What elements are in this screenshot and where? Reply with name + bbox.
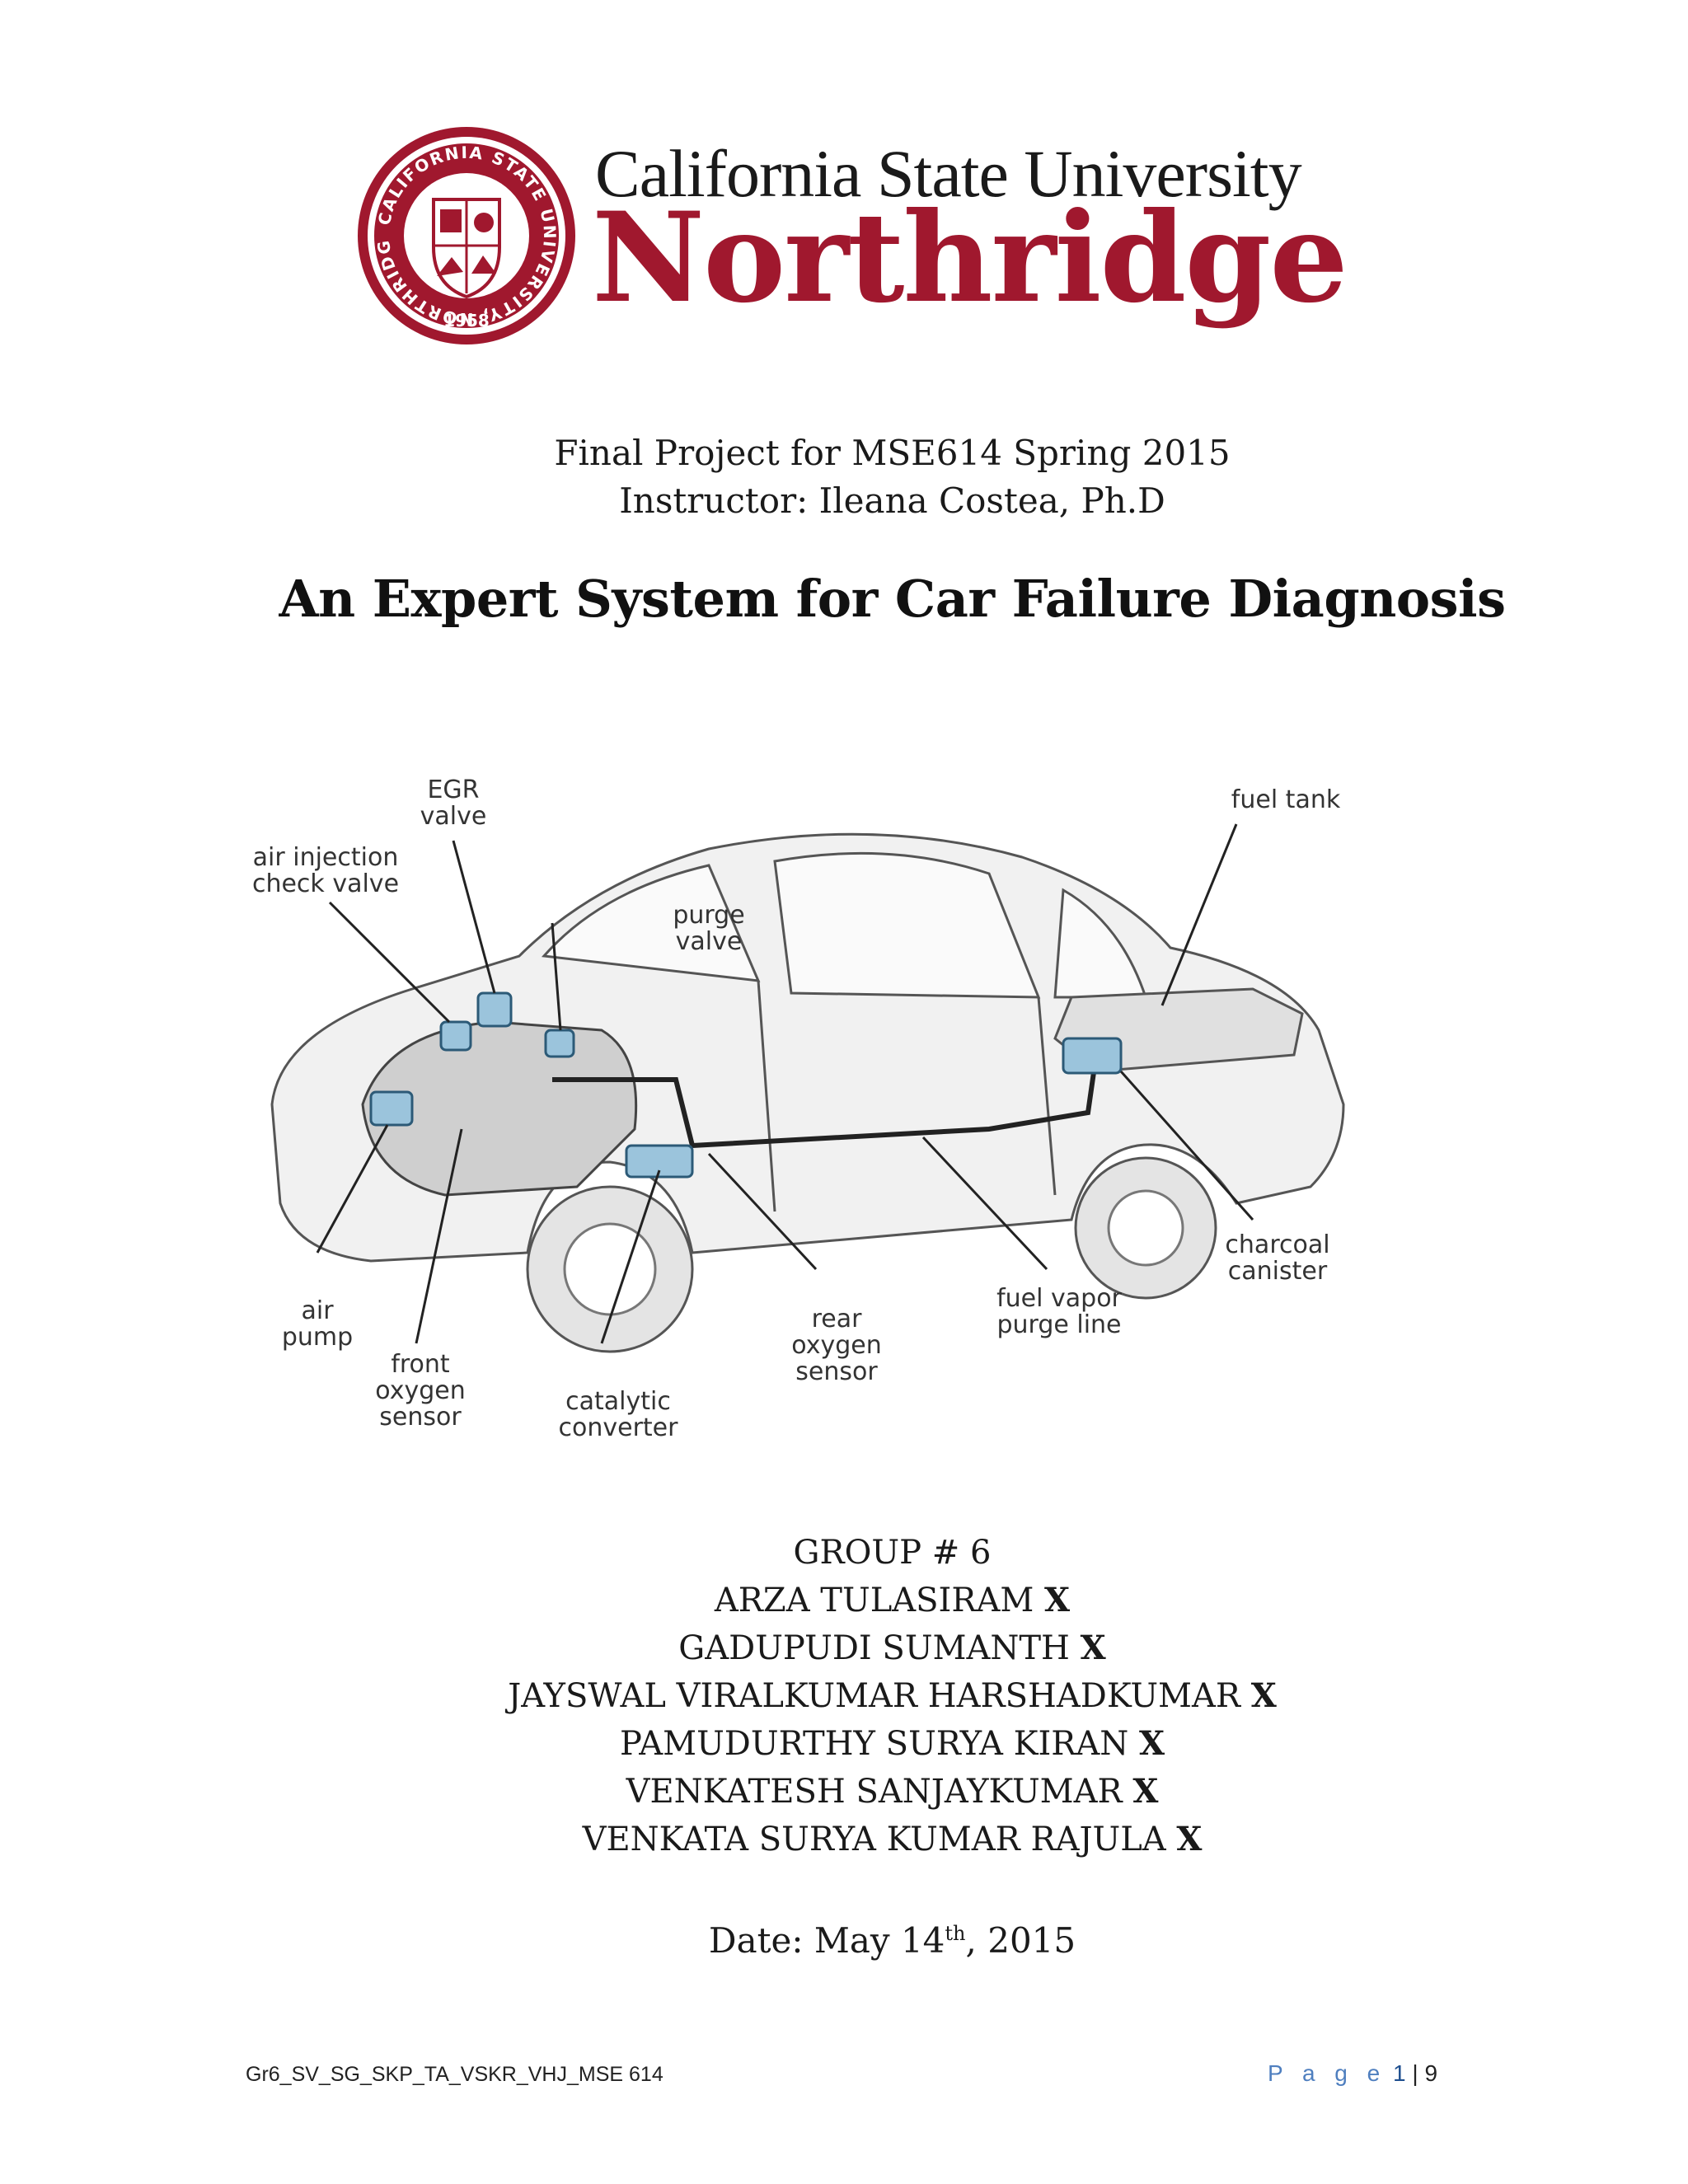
label-rear-oxygen-2: oxygen (791, 1331, 881, 1360)
fuel-vapor-purge-line (552, 1054, 1099, 1149)
label-air-pump-2: pump (282, 1323, 353, 1352)
label-fuel-vapor-2: purge line (996, 1310, 1121, 1339)
label-egr-valve-2: valve (420, 802, 487, 831)
group-members: GROUP # 6 ARZA TULASIRAM X GADUPUDI SUMA… (0, 1529, 1688, 1863)
svg-text:1958: 1958 (443, 311, 490, 330)
member-line: VENKATESH SANJAYKUMAR X (626, 1772, 1159, 1811)
document-title: An Expert System for Car Failure Diagnos… (279, 569, 1506, 629)
wheel-rear (1074, 1156, 1217, 1300)
label-egr-valve: EGR (427, 776, 479, 804)
university-name: California State University (595, 136, 1302, 211)
charcoal-canister-shape (1062, 1037, 1123, 1075)
label-rear-oxygen: rear (812, 1305, 863, 1333)
label-charcoal-canister-2: canister (1228, 1257, 1328, 1286)
label-catalytic-converter: catalytic (565, 1387, 671, 1416)
instructor-line: Instructor: Ileana Costea, Ph.D (619, 480, 1165, 521)
label-air-pump: air (301, 1296, 334, 1325)
member-line: PAMUDURTHY SURYA KIRAN X (619, 1724, 1165, 1763)
member-line: GADUPUDI SUMANTH X (678, 1629, 1106, 1667)
wheel-front (526, 1185, 694, 1353)
label-air-injection-2: check valve (252, 869, 399, 898)
university-seal-icon: CALIFORNIA STATE UNIVERSITY, NORTHRIDGE … (354, 124, 575, 344)
campus-name: Northridge (592, 185, 1348, 330)
member-line: VENKATA SURYA KUMAR RAJULA X (582, 1820, 1203, 1858)
air-pump-shape (369, 1090, 414, 1127)
car-diagram-svg: EGR valve air injection check valve purg… (252, 776, 1345, 1442)
member-line: JAYSWAL VIRALKUMAR HARSHADKUMAR X (508, 1676, 1277, 1715)
date-line: Date: May 14th, 2015 (708, 1920, 1076, 1961)
label-rear-oxygen-3: sensor (795, 1357, 878, 1386)
label-catalytic-converter-2: converter (559, 1413, 679, 1442)
leader-lines (316, 823, 1254, 1344)
purge-valve-shape (544, 1029, 575, 1058)
air-injection-valve-shape (439, 1020, 472, 1052)
label-fuel-tank: fuel tank (1231, 785, 1341, 814)
label-front-oxygen-3: sensor (379, 1403, 462, 1432)
member-line: ARZA TULASIRAM X (714, 1581, 1071, 1619)
footer-page-number: P a g e 1 | 9 (1268, 2060, 1438, 2086)
label-front-oxygen-2: oxygen (375, 1376, 465, 1405)
group-heading: GROUP # 6 (793, 1534, 992, 1572)
label-purge-valve-2: valve (676, 927, 743, 956)
label-charcoal-canister: charcoal (1225, 1230, 1329, 1259)
catalytic-converter-shape (625, 1144, 694, 1179)
label-fuel-vapor: fuel vapor (996, 1284, 1122, 1313)
label-air-injection: air injection (253, 843, 399, 872)
car-emission-diagram: EGR valve air injection check valve purg… (247, 758, 1442, 1467)
egr-valve-shape (476, 991, 513, 1028)
engine-block (361, 1020, 638, 1197)
label-front-oxygen: front (391, 1350, 450, 1379)
project-line: Final Project for MSE614 Spring 2015 (554, 433, 1231, 473)
footer-doc-id: Gr6_SV_SG_SKP_TA_VSKR_VHJ_MSE 614 (246, 2063, 663, 2086)
label-purge-valve: purge (673, 901, 744, 930)
university-logo: CALIFORNIA STATE UNIVERSITY, NORTHRIDGE … (354, 124, 1348, 346)
